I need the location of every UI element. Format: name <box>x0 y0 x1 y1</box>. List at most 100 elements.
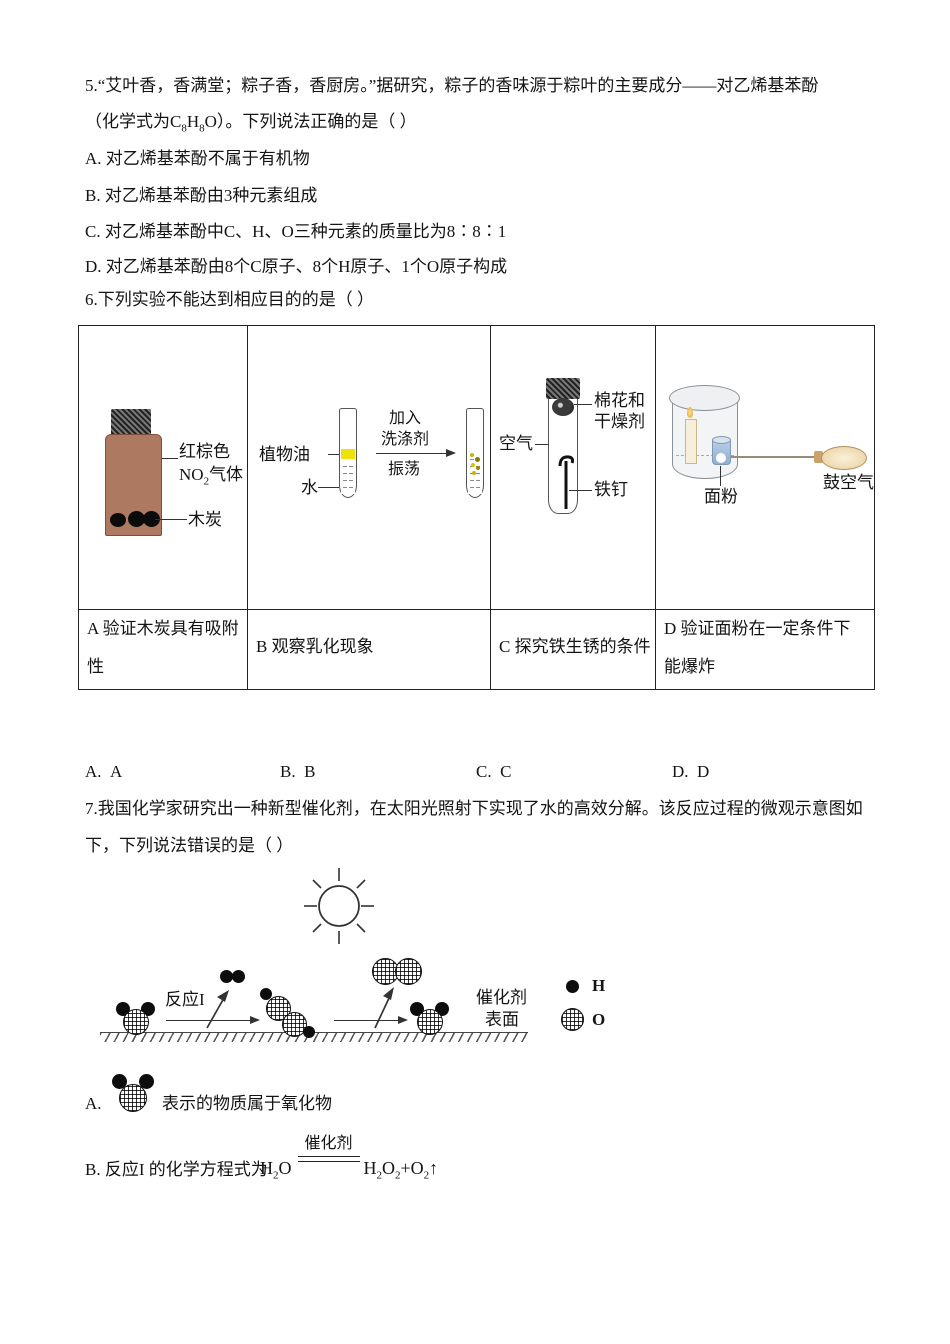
eq-part: O <box>278 1158 292 1178</box>
charcoal-dot-icon <box>110 513 126 527</box>
eq-sub: 2 <box>273 1169 279 1182</box>
q7-option-a-label: A. <box>85 1094 102 1113</box>
iron-nail-icon <box>558 455 575 509</box>
oil-label: 植物油 <box>259 445 310 464</box>
q7-option-b-label: B. 反应I 的化学方程式为 <box>85 1160 268 1179</box>
h2-molecule-icon <box>220 970 246 983</box>
arrow-up-icon <box>206 990 229 1029</box>
q5-stem-line2: （化学式为C8H8O）。下列说法正确的是（ ） <box>85 112 417 135</box>
eq-sub: 2 <box>395 1169 401 1182</box>
gas-label-line2: NO2气体 <box>179 465 243 488</box>
pump-bulb-icon <box>821 446 867 470</box>
arrow-right-icon <box>376 448 456 457</box>
water-label: 水 <box>301 478 318 497</box>
q6-option-c: C. C <box>476 762 512 781</box>
q5-option-b: B. 对乙烯基苯酚由3种元素组成 <box>85 186 318 205</box>
q6-stem: 6.下列实验不能达到相应目的的是（ ） <box>85 290 374 309</box>
stopper-icon <box>546 378 580 399</box>
eq-sub: 2 <box>423 1169 430 1182</box>
q7-stem-line1: 7.我国化学家研究出一种新型催化剂，在太阳光照射下实现了水的高效分解。该反应过程… <box>85 799 863 818</box>
equals-double-line <box>297 1156 360 1162</box>
cotton-label-line1: 棉花和 <box>594 391 645 410</box>
h-atom <box>260 988 272 1000</box>
legend-h-dot <box>566 980 579 993</box>
o-atom <box>266 996 291 1021</box>
o-atom <box>395 958 422 985</box>
caption-experiment-d: D 验证面粉在一定条件下能爆炸 <box>656 609 874 689</box>
legend-h-label: H <box>592 976 606 995</box>
nail-label: 铁钉 <box>594 480 628 499</box>
label-connector <box>155 519 187 520</box>
charcoal-label: 木炭 <box>188 510 222 529</box>
cotton-label-line2: 干燥剂 <box>594 412 645 431</box>
eq-part: H <box>260 1158 273 1178</box>
emulsion-speck <box>472 471 476 475</box>
eq-part: O <box>382 1158 395 1178</box>
q5-formula-sub2: 8 <box>199 122 205 135</box>
h-atom <box>303 1026 315 1038</box>
flour-cup-icon <box>712 436 731 465</box>
q6-option-d: D. D <box>672 762 710 781</box>
gas-formula-sub: 2 <box>203 475 210 488</box>
q5-formula-mid: H <box>186 112 200 131</box>
candle-icon <box>685 419 697 464</box>
bottle-cap-icon <box>111 409 151 436</box>
air-tube <box>730 456 822 458</box>
arrow-step3: 振荡 <box>388 461 421 478</box>
eq-part: +O <box>400 1158 424 1178</box>
reaction1-label: 反应I <box>165 990 205 1009</box>
charcoal-dot-icon <box>128 511 145 527</box>
peroxide-molecule-icon <box>258 988 316 1044</box>
container-lid-icon <box>669 385 740 411</box>
o-atom <box>417 1009 443 1035</box>
legend-o-circle <box>561 1008 584 1031</box>
o-atom <box>123 1009 149 1035</box>
label-connector <box>318 487 339 488</box>
arrow-up-icon <box>374 987 394 1029</box>
equation-left: H2O <box>260 1157 292 1182</box>
water-layer <box>341 461 355 494</box>
eq-part: H <box>363 1158 377 1178</box>
h-atom <box>139 1074 154 1089</box>
equation-condition: 催化剂 <box>297 1134 360 1162</box>
pump-nozzle-icon <box>814 451 823 463</box>
q5-formula-post: O）。下列说法正确的是（ ） <box>204 112 417 131</box>
emulsion-speck <box>476 466 480 470</box>
eq-sub: 2 <box>376 1169 383 1182</box>
label-connector <box>574 404 592 405</box>
label-connector <box>328 454 339 455</box>
emulsion-speck <box>471 463 475 467</box>
q5-option-a: A. 对乙烯基苯酚不属于有机物 <box>85 149 310 168</box>
o2-molecule-icon <box>372 958 422 985</box>
water-molecule-icon <box>112 1074 154 1114</box>
surface-label-line1: 催化剂 <box>476 988 527 1007</box>
label-connector <box>720 466 721 486</box>
oil-layer <box>341 449 355 459</box>
experiment-table: 红棕色 NO2气体 木炭 植物油 水 加入 洗涤剂 振荡 <box>78 325 875 690</box>
water-molecule-icon <box>116 1002 156 1036</box>
o-atom <box>282 1012 307 1037</box>
gas-label-line1: 红棕色 <box>179 442 230 461</box>
q6-option-a: A. A <box>85 762 123 781</box>
table-cell-experiment-c: 空气 棉花和 干燥剂 铁钉 <box>491 326 656 609</box>
table-cell-experiment-b: 植物油 水 加入 洗涤剂 振荡 <box>248 326 491 609</box>
q5-formula-sub1: 8 <box>181 122 187 135</box>
caption-experiment-a: A 验证木炭具有吸附性 <box>79 609 248 689</box>
test-tube-icon <box>466 408 484 498</box>
surface-label-line2: 表面 <box>485 1010 519 1029</box>
label-connector <box>162 458 178 459</box>
candle-flame-icon <box>687 407 693 418</box>
table-cell-experiment-a: 红棕色 NO2气体 木炭 <box>79 326 248 609</box>
label-connector <box>535 444 549 445</box>
table-cell-experiment-d: 面粉 鼓空气 <box>656 326 874 609</box>
emulsion-speck <box>470 453 474 457</box>
caption-experiment-b: B 观察乳化现象 <box>248 609 491 689</box>
q6-option-b: B. B <box>280 762 316 781</box>
flour-label: 面粉 <box>704 487 738 506</box>
emulsion-speck <box>475 457 480 462</box>
q7-option-a-text: 表示的物质属于氧化物 <box>162 1094 332 1113</box>
h-atom <box>232 970 245 983</box>
o-atom <box>119 1084 147 1112</box>
h-atom <box>220 970 233 983</box>
